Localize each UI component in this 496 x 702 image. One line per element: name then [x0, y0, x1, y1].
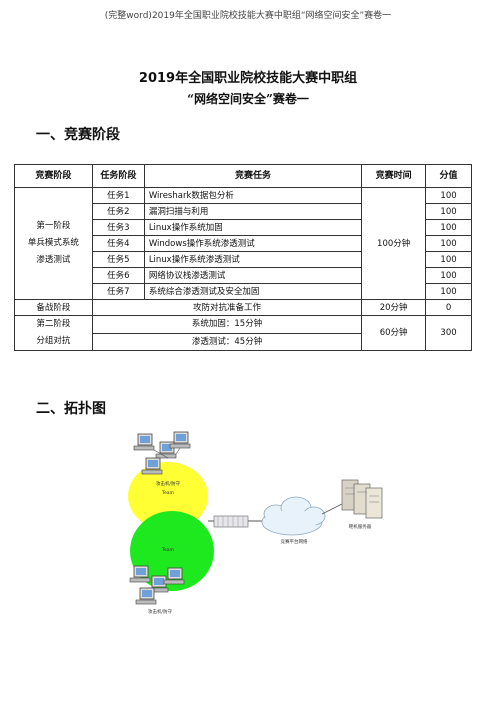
prep-task: 攻防对抗准备工作 [91, 299, 363, 316]
table-row-prep: 备战阶段 攻防对抗准备工作 20分钟 0 [14, 299, 472, 316]
task-name: Wireshark数据包分析 [143, 187, 363, 204]
document-title: 2019年全国职业院校技能大赛中职组 [138, 71, 358, 86]
task-id: 任务5 [91, 251, 145, 268]
computer-icon [169, 431, 191, 449]
topology-svg: 攻击机/防守 Team Team 竞赛平台网络 [128, 431, 383, 615]
table-row-stage2: 第二阶段 分组对抗 系统加固：15分钟 60分钟 300 [14, 315, 472, 351]
task-id: 任务7 [91, 283, 145, 300]
computer-icon [163, 567, 185, 585]
task-score: 100 [425, 219, 472, 236]
stage1-time: 100分钟 [361, 187, 427, 300]
stage2-line: 分组对抗 [36, 336, 71, 346]
stage-table: 竞赛阶段 任务阶段 竞赛任务 竞赛时间 分值 第一阶段 单兵模式系统 渗透测试 … [14, 164, 472, 351]
task-id: 任务1 [91, 187, 145, 204]
computer-icon [133, 433, 155, 451]
task-id: 任务6 [91, 267, 145, 284]
team-top-zone [128, 462, 208, 530]
task-id: 任务4 [91, 235, 145, 252]
header-cell: 竞赛阶段 [14, 164, 93, 188]
prep-time: 20分钟 [361, 299, 427, 316]
header-cell: 分值 [425, 164, 472, 188]
prep-stage: 备战阶段 [14, 299, 93, 316]
server-label: 靶机服务器 [349, 523, 372, 530]
table-row: 任务7 系统综合渗透测试及安全加固 100 [15, 283, 472, 300]
task-name: 网络协议栈渗透测试 [143, 267, 363, 284]
table-header-row: 竞赛阶段 任务阶段 竞赛任务 竞赛时间 分值 [14, 164, 472, 188]
stage2-time: 60分钟 [361, 315, 427, 351]
task-id: 任务2 [91, 203, 145, 220]
table-row-stage2: 渗透测试：45分钟 [15, 332, 472, 351]
document-header: (完整word)2019年全国职业院校技能大赛中职组“网络空间安全”赛卷一 [104, 11, 392, 21]
header-cell: 任务阶段 [91, 164, 145, 188]
prep-score: 0 [425, 299, 472, 316]
section-heading-stages: 一、竞赛阶段 [36, 127, 120, 143]
task-score: 100 [425, 187, 472, 204]
stage1-cell: 第一阶段 单兵模式系统 渗透测试 [14, 187, 93, 300]
team-bottom-label: 攻击机/防守 [148, 608, 173, 615]
document-subtitle: “网络空间安全”赛卷一 [187, 92, 309, 106]
team-top-name: Team [161, 490, 174, 496]
header-cell: 竞赛时间 [361, 164, 427, 188]
stage2-task: 渗透测试：45分钟 [91, 332, 363, 351]
cloud-label: 竞赛平台网络 [281, 538, 308, 545]
task-score: 100 [425, 203, 472, 220]
task-score: 100 [425, 251, 472, 268]
task-name: Linux操作系统渗透测试 [143, 251, 363, 268]
stage2-cell: 第二阶段 分组对抗 [14, 315, 93, 351]
topology-diagram: 攻击机/防守 Team Team 竞赛平台网络 [124, 428, 390, 618]
stage2-score: 300 [425, 315, 472, 351]
table-row: 任务5 Linux操作系统渗透测试 100 [15, 251, 472, 268]
task-score: 100 [425, 283, 472, 300]
task-name: 漏洞扫描与利用 [143, 203, 363, 220]
table-row: 任务2 漏洞扫描与利用 100 [15, 203, 472, 220]
task-id: 任务3 [91, 219, 145, 236]
table-row: 任务4 Windows操作系统渗透测试 100 [15, 235, 472, 252]
header-cell: 竞赛任务 [143, 164, 363, 188]
stage2-line: 第二阶段 [36, 319, 71, 329]
task-name: Linux操作系统加固 [143, 219, 363, 236]
server-icon [341, 479, 383, 519]
team-bottom-name: Team [161, 547, 174, 553]
task-name: 系统综合渗透测试及安全加固 [143, 283, 363, 300]
team-top-label: 攻击机/防守 [156, 480, 181, 487]
computer-icon [129, 565, 151, 583]
stage2-task: 系统加固：15分钟 [91, 315, 363, 334]
computer-icon [135, 587, 157, 605]
stage1-line: 第一阶段 [36, 221, 71, 231]
cloud-icon [261, 496, 326, 536]
stage1-line: 单兵模式系统 [27, 238, 79, 248]
task-score: 100 [425, 235, 472, 252]
stage1-line: 渗透测试 [36, 255, 71, 265]
task-name: Windows操作系统渗透测试 [143, 235, 363, 252]
section-heading-topology: 二、拓扑图 [36, 401, 106, 417]
table-row: 第一阶段 单兵模式系统 渗透测试 任务1 Wireshark数据包分析 100分… [14, 187, 472, 300]
team-bottom-zone [130, 511, 214, 591]
switch-icon [213, 515, 249, 528]
task-score: 100 [425, 267, 472, 284]
computer-icon [141, 457, 163, 475]
